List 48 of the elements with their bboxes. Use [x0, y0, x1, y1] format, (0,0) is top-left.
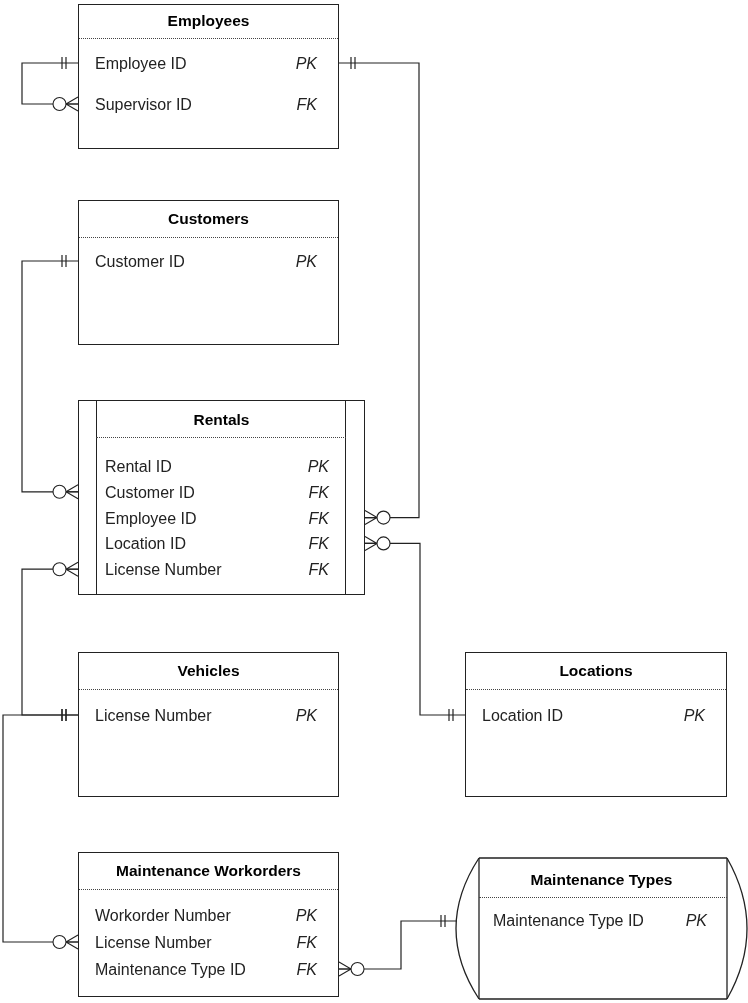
attribute-name: License Number — [95, 706, 212, 726]
attribute-name: Rental ID — [105, 457, 172, 477]
attribute-name: Customer ID — [95, 252, 185, 272]
entity-box — [78, 652, 339, 797]
attribute-name: Supervisor ID — [95, 95, 192, 115]
key-label: FK — [308, 482, 329, 503]
entity-title: Locations — [559, 661, 633, 681]
entity-box — [78, 4, 339, 149]
associative-entity-box — [78, 400, 365, 595]
relationship-line — [2, 709, 79, 950]
attribute-name: Location ID — [482, 706, 563, 726]
entity-title: Rentals — [193, 410, 250, 430]
entity-box — [465, 652, 727, 797]
entity-box — [78, 200, 339, 345]
attribute-name: Employee ID — [95, 54, 187, 74]
attribute-name: License Number — [95, 933, 212, 953]
relationship-line — [21, 255, 79, 500]
entity-title: Employees — [167, 11, 250, 31]
key-label: FK — [296, 960, 317, 980]
key-label: PK — [295, 906, 317, 926]
relationship-line — [364, 535, 466, 721]
relationship-line — [338, 915, 458, 977]
key-label: FK — [296, 95, 317, 115]
relationship-line — [21, 57, 79, 112]
entity-title: Maintenance Types — [530, 870, 673, 890]
lookup-entity-shape — [455, 857, 748, 1000]
key-label: PK — [685, 911, 707, 931]
key-label: FK — [308, 534, 329, 555]
key-label: PK — [307, 457, 329, 477]
entity-title: Vehicles — [177, 661, 240, 681]
attribute-name: Customer ID — [105, 482, 195, 503]
attribute-name: Employee ID — [105, 508, 197, 529]
entity-title: Customers — [168, 209, 249, 229]
key-label: FK — [308, 560, 329, 581]
attribute-name: Location ID — [105, 534, 186, 555]
key-label: FK — [296, 933, 317, 953]
key-label: PK — [295, 252, 317, 272]
entity-title: Maintenance Workorders — [116, 861, 301, 881]
attribute-name: Maintenance Type ID — [493, 911, 644, 931]
entity-box — [78, 852, 339, 997]
attribute-name: Workorder Number — [95, 906, 231, 926]
key-label: PK — [295, 54, 317, 74]
attribute-name: License Number — [105, 560, 222, 581]
relationship-line — [338, 57, 420, 526]
key-label: PK — [295, 706, 317, 726]
key-label: FK — [308, 508, 329, 529]
key-label: PK — [683, 706, 705, 726]
attribute-name: Maintenance Type ID — [95, 960, 246, 980]
